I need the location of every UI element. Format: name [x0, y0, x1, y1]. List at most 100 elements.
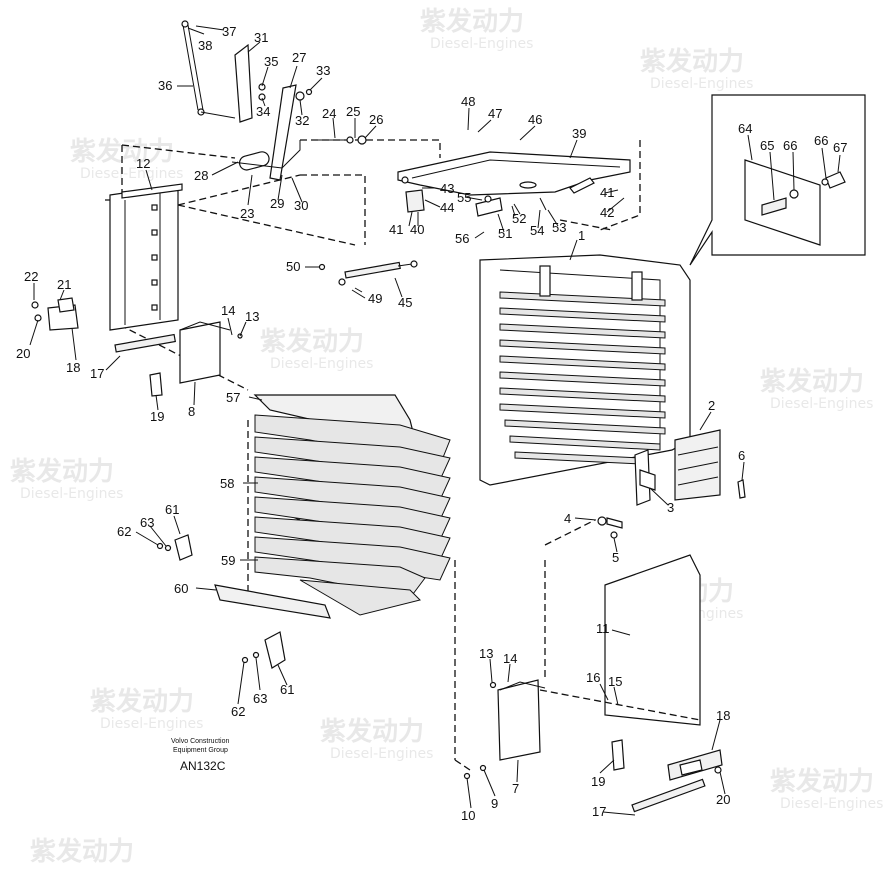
grille-slats — [499, 291, 666, 465]
watermark-text: 紫发动力 — [10, 456, 114, 487]
watermark-sub: Diesel-Engines — [780, 796, 883, 812]
gas-strut-45 — [318, 260, 418, 293]
callout-25: 25 — [346, 104, 360, 119]
bar-17 — [114, 333, 176, 353]
watermark-text: 紫发动力 — [640, 46, 744, 77]
callout-31: 31 — [254, 30, 268, 45]
callout-27: 27 — [292, 50, 306, 65]
callout-6: 6 — [738, 448, 745, 463]
callout-59: 59 — [221, 553, 235, 568]
callout-28: 28 — [194, 168, 208, 183]
callout-14: 14 — [221, 303, 235, 318]
hinge-18-22 — [31, 297, 79, 331]
watermark-sub: Diesel-Engines — [650, 76, 753, 92]
callout-46: 46 — [528, 112, 542, 127]
callout-42: 42 — [600, 205, 614, 220]
callout-41: 41 — [389, 222, 403, 237]
callout-56: 56 — [455, 231, 469, 246]
callout-67: 67 — [833, 140, 847, 155]
callout-61: 61 — [280, 682, 294, 697]
watermark-sub: Diesel-Engines — [100, 716, 203, 732]
callout-20: 20 — [16, 346, 30, 361]
callout-19: 19 — [150, 409, 164, 424]
callout-11: 11 — [596, 621, 610, 636]
watermark-sub: Diesel-Engines — [270, 356, 373, 372]
plate-8 — [179, 321, 243, 384]
callout-5: 5 — [612, 550, 619, 565]
callout-4: 4 — [564, 511, 571, 526]
callout-58: 58 — [220, 476, 234, 491]
hinge-18-lower — [667, 749, 723, 781]
callout-41: 41 — [600, 185, 614, 200]
callout-49: 49 — [368, 291, 382, 306]
callout-61: 61 — [165, 502, 179, 517]
callout-38: 38 — [198, 38, 212, 53]
caption-code: AN132C — [180, 759, 226, 773]
strip-60 — [214, 584, 331, 619]
callout-54: 54 — [530, 223, 544, 238]
callout-labels: 37 38 31 36 35 27 33 34 32 24 25 26 48 4… — [16, 24, 847, 823]
callout-33: 33 — [316, 63, 330, 78]
grille-panel-1 — [479, 254, 691, 486]
callout-48: 48 — [461, 94, 475, 109]
watermark-text: 紫发动力 — [90, 686, 194, 717]
callout-32: 32 — [295, 113, 309, 128]
callout-13: 13 — [479, 646, 493, 661]
clip-19-lower — [611, 739, 625, 771]
bracket-40 — [405, 189, 425, 213]
latch-51-56 — [475, 195, 547, 217]
bracket-31 — [234, 43, 266, 123]
callout-15: 15 — [608, 674, 622, 689]
callout-9: 9 — [491, 796, 498, 811]
callout-50: 50 — [286, 259, 300, 274]
callout-47: 47 — [488, 106, 502, 121]
callout-7: 7 — [512, 781, 519, 796]
watermark-text: 紫发动力 — [770, 766, 874, 797]
callout-65: 65 — [760, 138, 774, 153]
callout-45: 45 — [398, 295, 412, 310]
pin-6 — [737, 479, 746, 499]
callout-17: 17 — [90, 366, 104, 381]
watermark-sub: Diesel-Engines — [80, 166, 183, 182]
callout-10: 10 — [461, 808, 475, 823]
caption-line1: Volvo Construction — [171, 738, 229, 745]
callout-23: 23 — [240, 206, 254, 221]
callout-39: 39 — [572, 126, 586, 141]
bolt-9 — [479, 764, 487, 772]
callout-62: 62 — [117, 524, 131, 539]
callout-20: 20 — [716, 792, 730, 807]
callout-53: 53 — [552, 220, 566, 235]
callout-24: 24 — [322, 106, 336, 121]
watermark-text: 紫发动力 — [260, 326, 364, 357]
callout-63: 63 — [253, 691, 267, 706]
hinge-3 — [634, 449, 656, 506]
watermark-sub: Diesel-Engines — [330, 746, 433, 762]
callout-26: 26 — [369, 112, 383, 127]
bolt-10 — [463, 772, 471, 780]
callout-55: 55 — [457, 190, 471, 205]
watermark-text: 紫发动力 — [320, 716, 424, 747]
callout-51: 51 — [498, 226, 512, 241]
callout-21: 21 — [57, 277, 71, 292]
callout-35: 35 — [264, 54, 278, 69]
watermark-text: 紫发动力 — [30, 836, 134, 867]
side-plate-12 — [109, 183, 183, 331]
callout-22: 22 — [24, 269, 38, 284]
leader-lines — [29, 25, 841, 816]
clip-61-63-lower — [241, 631, 286, 669]
callout-3: 3 — [667, 500, 674, 515]
callout-16: 16 — [586, 670, 600, 685]
callout-34: 34 — [256, 104, 270, 119]
callout-44: 44 — [440, 200, 454, 215]
callout-66: 66 — [814, 133, 828, 148]
callout-62: 62 — [231, 704, 245, 719]
caption: Volvo Construction Equipment Group AN132… — [171, 738, 229, 773]
callout-52: 52 — [512, 211, 526, 226]
callout-12: 12 — [136, 156, 150, 171]
callout-66: 66 — [783, 138, 797, 153]
callout-8: 8 — [188, 404, 195, 419]
watermark-sub: Diesel-Engines — [770, 396, 873, 412]
channel-2 — [674, 429, 721, 501]
louvre-stack-58-59 — [254, 414, 451, 616]
